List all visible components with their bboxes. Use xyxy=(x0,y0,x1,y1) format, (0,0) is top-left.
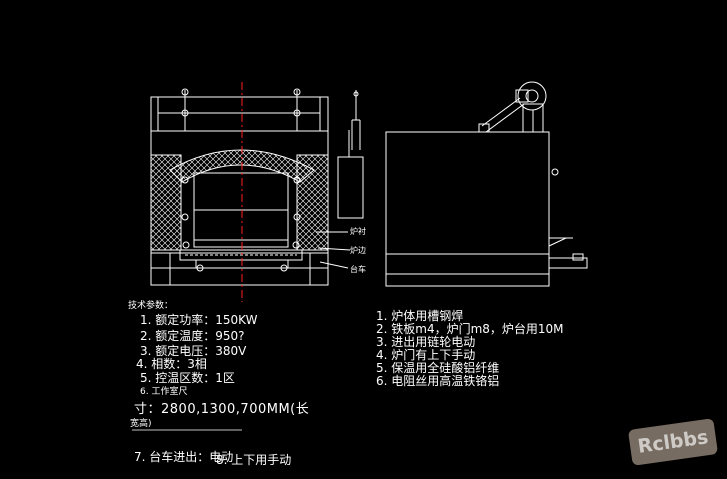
counterweight xyxy=(337,156,364,219)
note-item-2: 2. 铁板m4，炉门m8，炉台用10M xyxy=(376,322,564,336)
label-rail: 炉边 xyxy=(350,246,366,255)
side-body xyxy=(385,131,550,287)
spec-heading: 技术参数： xyxy=(128,301,174,311)
spec-item-8: 8. 上下用手动 xyxy=(216,453,292,467)
top-frame xyxy=(150,96,329,132)
spec-item-6-unit: 宽高) xyxy=(130,419,152,429)
spec-item-1: 1. 额定功率：150KW xyxy=(140,313,258,327)
note-item-1: 1. 炉体用槽钢焊 xyxy=(376,309,464,323)
spec-item-7: 7. 台车进出：电动 xyxy=(134,450,234,464)
pulley-wheel xyxy=(517,81,547,111)
spec-item-2: 2. 额定温度：950? xyxy=(140,329,245,343)
spec-item-6-dims: 寸：2800,1300,700MM(长 xyxy=(134,402,310,417)
side-handle xyxy=(548,257,588,269)
side-view xyxy=(385,81,588,287)
spec-item-4: 4. 相数：3相 xyxy=(136,357,207,371)
spec-item-5: 5. 控温区数：1区 xyxy=(140,371,235,385)
note-item-6: 6. 电阻丝用高温铁铬铝 xyxy=(376,374,500,388)
note-item-3: 3. 进出用链轮电动 xyxy=(376,335,476,349)
label-lining: 炉衬 xyxy=(350,227,366,236)
arch-insulation xyxy=(169,149,315,183)
foundation xyxy=(150,252,329,286)
note-item-5: 5. 保温用全硅酸铝纤维 xyxy=(376,361,500,375)
front-view xyxy=(150,88,364,286)
spec-item-3: 3. 额定电压：380V xyxy=(140,344,247,358)
spec-item-6: 6. 工作室尺 xyxy=(140,387,188,397)
label-trolley: 台车 xyxy=(350,265,366,274)
note-item-4: 4. 炉门有上下手动 xyxy=(376,348,476,362)
